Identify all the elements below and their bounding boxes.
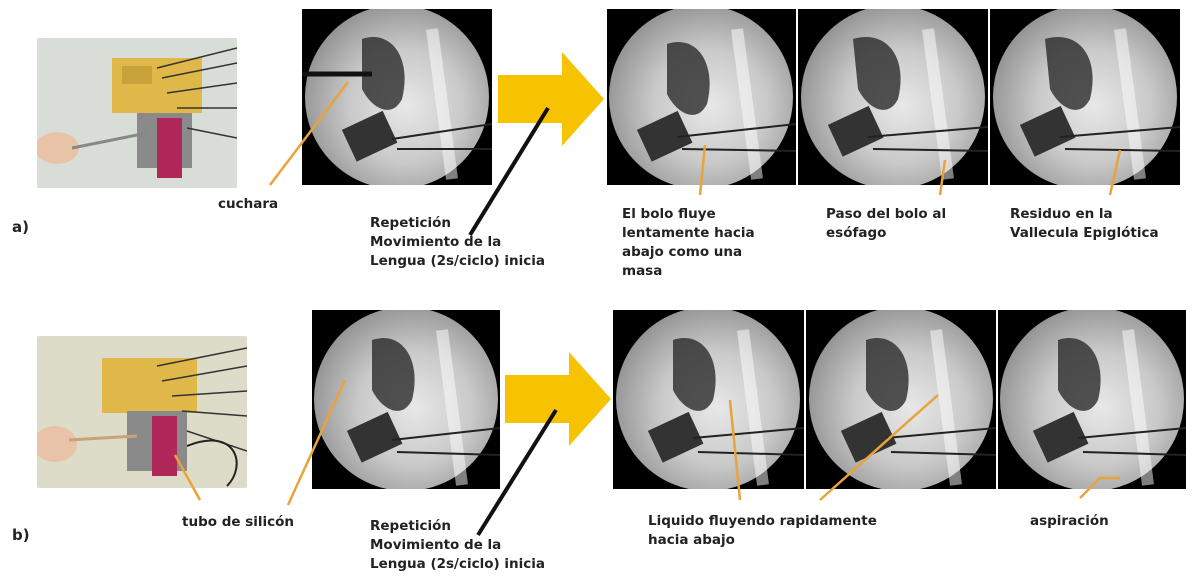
- xray-frame-b0: [312, 310, 500, 489]
- right-arrow-icon-a: [498, 52, 604, 150]
- xray-frame-b3: [998, 310, 1186, 489]
- repeat-label-a: Repetición Movimiento de la Lengua (2s/c…: [370, 214, 545, 271]
- swallowing-robot-image: [37, 336, 247, 488]
- xray-frame-a0: [302, 9, 492, 185]
- repeat-label-b: Repetición Movimiento de la Lengua (2s/c…: [370, 517, 545, 574]
- panel-label-a: a): [12, 218, 29, 236]
- panel-label-b: b): [12, 526, 30, 544]
- caption-a3: Residuo en la Vallecula Epiglótica: [1010, 205, 1159, 243]
- robot-photo-a: [37, 38, 237, 188]
- caption-b1: Liquido fluyendo rapidamente hacia abajo: [648, 512, 877, 550]
- photo-label-a: cuchara: [218, 195, 278, 214]
- photo-label-b: tubo de silicón: [182, 513, 294, 532]
- xray-frame-a2: [798, 9, 988, 185]
- xray-frame-b2: [806, 310, 996, 489]
- xray-frame-a1: [607, 9, 796, 185]
- caption-b2: aspiración: [1030, 512, 1109, 531]
- xray-frame-b1: [613, 310, 804, 489]
- xray-frame-a3: [990, 9, 1180, 185]
- robot-photo-b: [37, 336, 247, 488]
- caption-a1: El bolo fluye lentamente hacia abajo com…: [622, 205, 755, 281]
- swallowing-robot-image: [37, 38, 237, 188]
- right-arrow-icon-b: [505, 352, 611, 450]
- caption-a2: Paso del bolo al esófago: [826, 205, 946, 243]
